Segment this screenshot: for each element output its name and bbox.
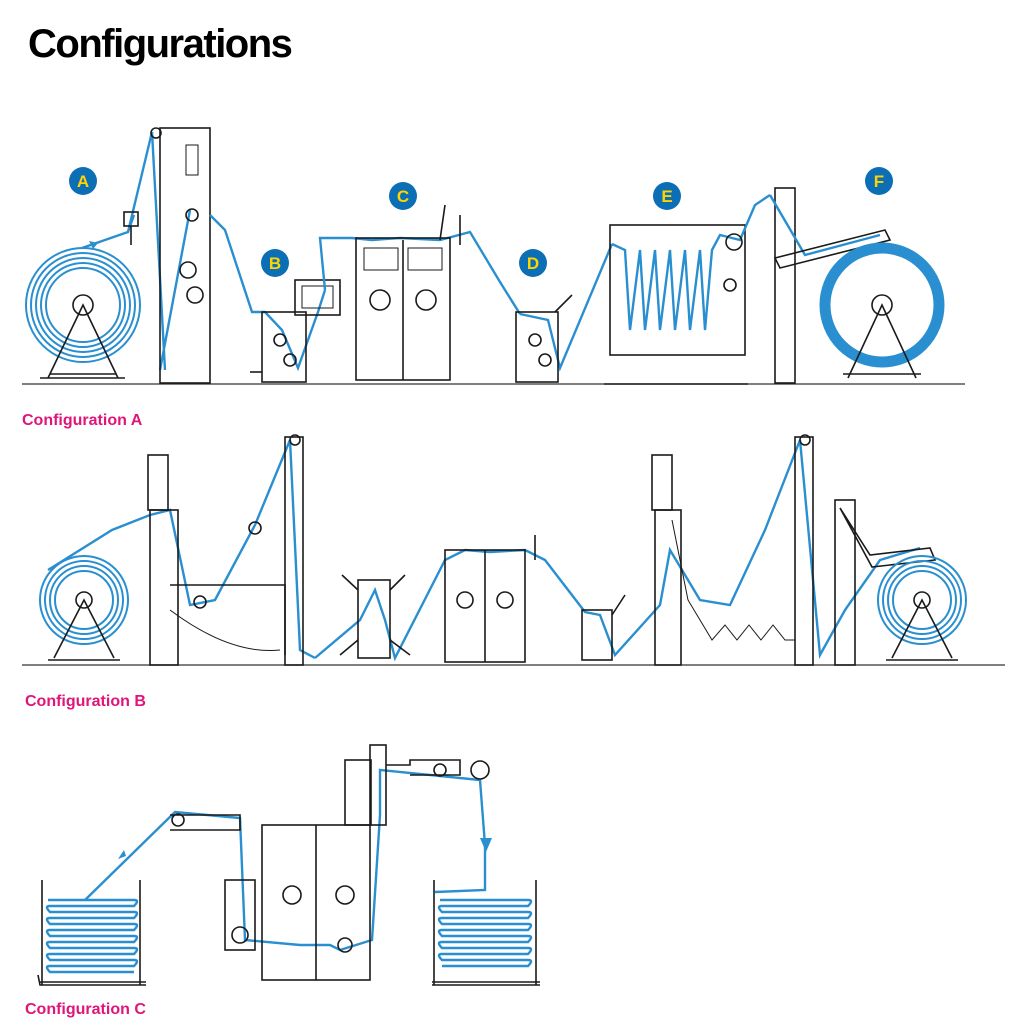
station-e-machine [604, 194, 771, 385]
page-title: Configurations [28, 22, 293, 66]
badge-d: D [519, 249, 547, 277]
badge-e: E [653, 182, 681, 210]
station-b-machine [209, 214, 341, 383]
svg-text:A: A [77, 172, 89, 191]
configuration-b-diagram [22, 434, 1005, 666]
station-f-winder [768, 187, 945, 384]
station-d-machine [515, 243, 614, 383]
fabric-stack-left [37, 880, 146, 986]
badge-c: C [389, 182, 417, 210]
configuration-a-label: Configuration A [22, 412, 143, 429]
svg-text:B: B [269, 254, 281, 273]
configuration-c-diagram [37, 744, 540, 986]
fabric-path-a [81, 131, 154, 250]
fabric-roll-b-right [877, 555, 967, 645]
configuration-b-label: Configuration B [25, 693, 146, 710]
station-c-machine [318, 204, 522, 381]
a-frame-tower [159, 127, 211, 384]
svg-text:F: F [874, 172, 884, 191]
fabric-roll-a [25, 247, 141, 363]
station-a-unwinder [25, 127, 211, 384]
badge-b: B [261, 249, 289, 277]
fabric-roll-b-left [39, 555, 129, 645]
svg-text:E: E [661, 187, 672, 206]
badge-a: A [69, 167, 97, 195]
direction-arrow [89, 241, 98, 249]
badge-f: F [865, 167, 893, 195]
svg-text:D: D [527, 254, 539, 273]
fabric-stack-right [432, 880, 540, 986]
direction-arrow [480, 838, 492, 852]
svg-text:C: C [397, 187, 409, 206]
configuration-a-diagram: A B C D E F [22, 127, 965, 385]
fabric-roll-f [819, 242, 945, 368]
configuration-c-label: Configuration C [25, 1001, 146, 1018]
direction-arrow [118, 850, 126, 859]
